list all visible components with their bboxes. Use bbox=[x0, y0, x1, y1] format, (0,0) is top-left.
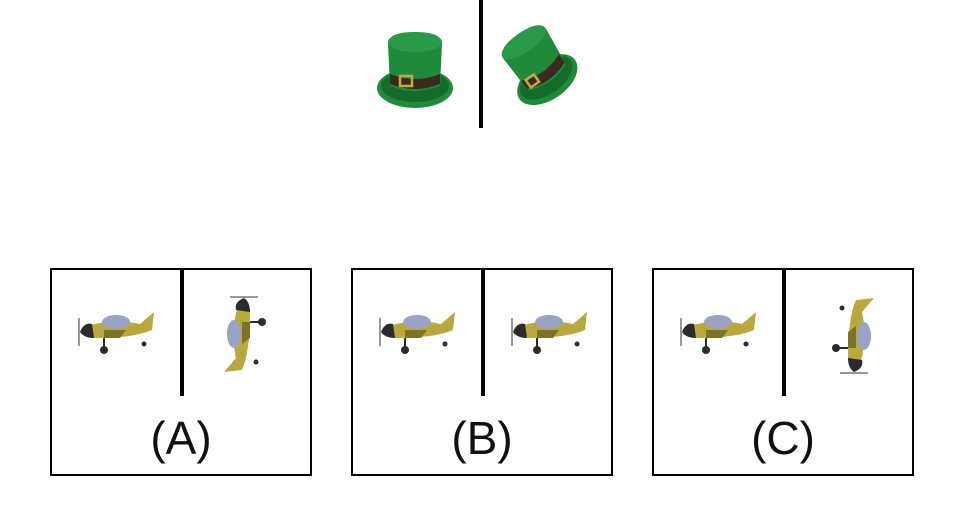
yellow-airplane-mirrored-icon bbox=[511, 312, 587, 354]
yellow-airplane-rotated-icon bbox=[832, 298, 874, 374]
green-top-hat-rotated-icon bbox=[501, 25, 578, 106]
option-c-label: (C) bbox=[751, 412, 815, 464]
reference-pair bbox=[360, 0, 600, 130]
option-c[interactable]: (C) bbox=[652, 268, 914, 476]
green-top-hat-icon bbox=[377, 32, 453, 108]
yellow-airplane-icon bbox=[379, 312, 455, 354]
yellow-airplane-rotated-icon bbox=[224, 296, 266, 372]
yellow-airplane-icon bbox=[78, 312, 154, 354]
option-a-divider bbox=[180, 270, 184, 396]
option-a-label: (A) bbox=[150, 412, 212, 464]
yellow-airplane-icon bbox=[680, 312, 756, 354]
option-b[interactable]: (B) bbox=[351, 268, 613, 476]
option-c-divider bbox=[782, 270, 786, 396]
option-b-label: (B) bbox=[451, 412, 513, 464]
option-b-divider bbox=[481, 270, 485, 396]
option-a[interactable]: (A) bbox=[50, 268, 312, 476]
reference-divider bbox=[479, 0, 483, 128]
